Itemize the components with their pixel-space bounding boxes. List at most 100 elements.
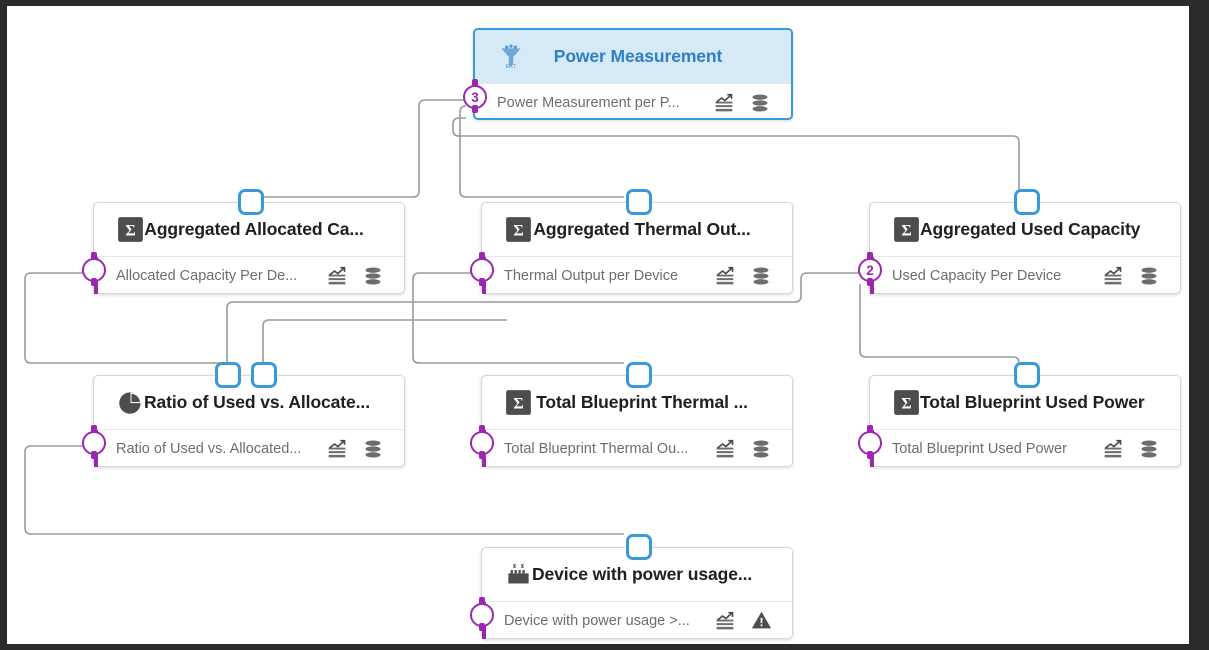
pie-chart-icon xyxy=(116,389,144,417)
port-stub-top xyxy=(867,425,873,433)
device-rack-icon xyxy=(504,561,532,589)
database-stack-icon[interactable] xyxy=(362,438,384,460)
node-metric-label: Allocated Capacity Per De... xyxy=(116,267,298,284)
chart-trend-icon[interactable] xyxy=(1102,265,1124,287)
sigma-icon: Σ xyxy=(892,389,920,417)
sigma-icon: Σ xyxy=(504,216,532,244)
node-title: Ratio of Used vs. Allocate... xyxy=(144,392,370,412)
node-metric-label: Device with power usage >... xyxy=(504,612,690,629)
port-stub-top xyxy=(91,252,97,260)
port-stub-bottom xyxy=(91,451,97,459)
chart-trend-icon[interactable] xyxy=(713,92,735,114)
chart-trend-icon[interactable] xyxy=(714,438,736,460)
svg-text:Σ: Σ xyxy=(901,223,911,240)
svg-text:Σ: Σ xyxy=(513,396,523,413)
edge-layer xyxy=(24,99,1020,535)
node-metric-row[interactable]: Total Blueprint Used Power xyxy=(870,429,1180,467)
chart-trend-icon[interactable] xyxy=(326,265,348,287)
output-port[interactable] xyxy=(470,252,494,286)
node-total-blueprint-used-power[interactable]: Σ Total Blueprint Used Power Total Bluep… xyxy=(858,362,1181,467)
input-port[interactable] xyxy=(626,189,652,215)
node-metric-label: Total Blueprint Thermal Ou... xyxy=(504,440,689,457)
input-port[interactable] xyxy=(1014,189,1040,215)
node-metric-row[interactable]: Used Capacity Per Device xyxy=(870,256,1180,294)
database-stack-icon[interactable] xyxy=(750,438,772,460)
node-ratio-used-vs-allocated[interactable]: Ratio of Used vs. Allocate... Ratio of U… xyxy=(82,362,405,467)
svg-text:Σ: Σ xyxy=(513,223,523,240)
database-stack-icon[interactable] xyxy=(1138,265,1160,287)
input-port-secondary[interactable] xyxy=(251,362,277,388)
port-stub-top xyxy=(479,425,485,433)
output-port-badge xyxy=(470,603,494,627)
sigma-icon: Σ xyxy=(892,216,920,244)
database-stack-icon[interactable] xyxy=(362,265,384,287)
node-metric-label: Total Blueprint Used Power xyxy=(892,440,1067,457)
port-stub-bottom xyxy=(479,451,485,459)
port-stub-top xyxy=(472,79,478,87)
port-stub-bottom xyxy=(91,278,97,286)
node-title: Aggregated Allocated Ca... xyxy=(144,219,364,239)
port-stub-bottom xyxy=(867,278,873,286)
svg-text:Σ: Σ xyxy=(125,223,135,240)
node-power-measurement[interactable]: EXT Power Measurement Power Measurement … xyxy=(463,28,793,121)
port-stub-bottom xyxy=(867,451,873,459)
sigma-icon: Σ xyxy=(504,389,532,417)
output-port[interactable]: 2 xyxy=(858,252,882,286)
port-stub-bottom xyxy=(479,623,485,631)
node-title: Aggregated Thermal Out... xyxy=(533,219,751,239)
svg-text:Σ: Σ xyxy=(901,396,911,413)
node-title: Total Blueprint Thermal ... xyxy=(536,392,748,412)
node-title: Device with power usage... xyxy=(532,564,753,584)
input-port[interactable] xyxy=(238,189,264,215)
graph-canvas[interactable]: EXT Power Measurement Power Measurement … xyxy=(7,6,1189,644)
output-port[interactable] xyxy=(470,597,494,631)
node-aggregated-thermal-output[interactable]: Σ Aggregated Thermal Out... Thermal Outp… xyxy=(470,189,793,294)
output-port[interactable] xyxy=(470,425,494,459)
node-metric-row[interactable]: Allocated Capacity Per De... xyxy=(94,256,404,294)
warning-triangle-icon[interactable] xyxy=(750,610,772,632)
output-port[interactable] xyxy=(858,425,882,459)
port-stub-top xyxy=(91,425,97,433)
chart-trend-icon[interactable] xyxy=(326,438,348,460)
input-port[interactable] xyxy=(626,362,652,388)
node-aggregated-used-capacity[interactable]: Σ Aggregated Used Capacity Used Capacity… xyxy=(858,189,1181,294)
port-stub-bottom xyxy=(472,105,478,113)
port-stub-top xyxy=(867,252,873,260)
database-stack-icon[interactable] xyxy=(749,92,771,114)
database-stack-icon[interactable] xyxy=(750,265,772,287)
database-stack-icon[interactable] xyxy=(1138,438,1160,460)
node-header[interactable]: Σ Aggregated Thermal Out... xyxy=(482,203,792,256)
input-port-primary[interactable] xyxy=(215,362,241,388)
output-port[interactable]: 3 xyxy=(463,79,487,113)
node-title: Power Measurement xyxy=(553,46,723,66)
svg-text:EXT: EXT xyxy=(506,63,517,69)
input-port[interactable] xyxy=(626,534,652,560)
node-header[interactable]: EXT Power Measurement xyxy=(475,30,791,83)
node-metric-row[interactable]: Ratio of Used vs. Allocated... xyxy=(94,429,404,467)
node-device-with-power-usage[interactable]: Device with power usage... Device with p… xyxy=(470,534,793,639)
output-port[interactable] xyxy=(82,425,106,459)
node-title: Aggregated Used Capacity xyxy=(920,219,1141,239)
port-stub-top xyxy=(479,252,485,260)
node-metric-label: Thermal Output per Device xyxy=(504,267,679,284)
output-port[interactable] xyxy=(82,252,106,286)
chart-trend-icon[interactable] xyxy=(714,610,736,632)
node-metric-row[interactable]: Power Measurement per P... xyxy=(475,83,791,121)
chart-trend-icon[interactable] xyxy=(1102,438,1124,460)
node-metric-label: Power Measurement per P... xyxy=(497,94,680,111)
node-metric-row[interactable]: Thermal Output per Device xyxy=(482,256,792,294)
node-total-blueprint-thermal[interactable]: Σ Total Blueprint Thermal ... Total Blue… xyxy=(470,362,793,467)
input-port[interactable] xyxy=(1014,362,1040,388)
node-aggregated-allocated-capacity[interactable]: Σ Aggregated Allocated Ca... Allocated C… xyxy=(82,189,405,294)
chart-trend-icon[interactable] xyxy=(714,265,736,287)
port-stub-top xyxy=(479,597,485,605)
node-metric-row[interactable]: Device with power usage >... xyxy=(482,601,792,639)
port-stub-bottom xyxy=(479,278,485,286)
sigma-icon: Σ xyxy=(116,216,144,244)
node-metric-row[interactable]: Total Blueprint Thermal Ou... xyxy=(482,429,792,467)
node-metric-label: Ratio of Used vs. Allocated... xyxy=(116,440,302,457)
funnel-ext-icon: EXT xyxy=(497,43,525,71)
node-header[interactable]: Ratio of Used vs. Allocate... xyxy=(94,376,404,429)
node-metric-label: Used Capacity Per Device xyxy=(892,267,1062,284)
